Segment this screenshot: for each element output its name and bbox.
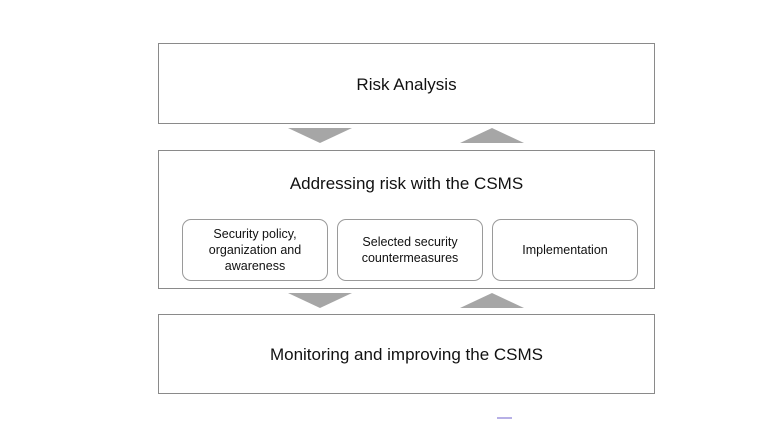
arrow-up-icon xyxy=(460,128,524,143)
security-policy-label: Security policy, organization and awaren… xyxy=(208,227,302,273)
arrow-up-icon xyxy=(460,293,524,308)
implementation-label: Implementation xyxy=(522,243,608,257)
implementation-box: Implementation xyxy=(492,219,638,281)
countermeasures-box: Selected security countermeasures xyxy=(337,219,483,281)
risk-analysis-label: Risk Analysis xyxy=(356,75,457,94)
risk-analysis-box: Risk Analysis xyxy=(158,43,655,124)
addressing-risk-label: Addressing risk with the CSMS xyxy=(289,174,524,193)
arrow-down-icon xyxy=(288,128,352,143)
monitoring-label: Monitoring and improving the CSMS xyxy=(269,345,544,364)
faint-mark xyxy=(497,417,512,419)
arrow-down-icon xyxy=(288,293,352,308)
monitoring-box: Monitoring and improving the CSMS xyxy=(158,314,655,394)
countermeasures-label: Selected security countermeasures xyxy=(361,235,459,265)
addressing-risk-box: Addressing risk with the CSMS Security p… xyxy=(158,150,655,289)
security-policy-box: Security policy, organization and awaren… xyxy=(182,219,328,281)
